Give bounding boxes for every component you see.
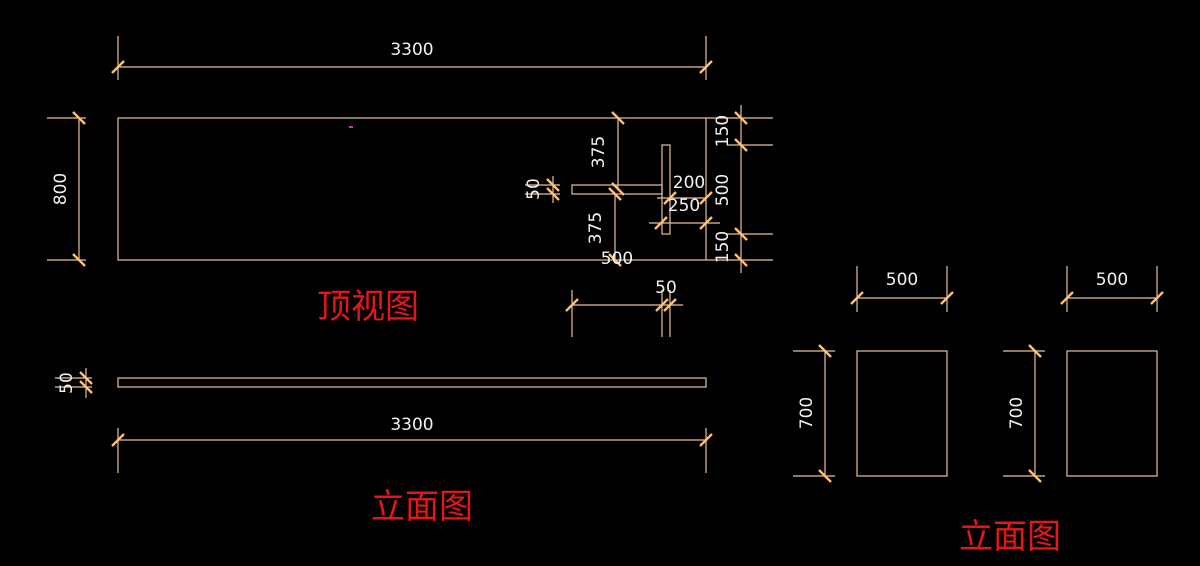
front-elevation-outline [117,377,707,388]
dim-text-front-thickness: 50 [57,372,77,394]
dim-text-side2-height: 700 [1007,397,1027,429]
side-elevation-1-outline [856,350,948,477]
title-front-elevation: 立面图 [371,487,473,527]
side-elevation-2-outline [1066,350,1158,477]
dim-text-post-spacing: 250 [668,196,700,216]
dim-text-cutout-top: 375 [589,136,609,168]
dim-front-length: 3300 [111,415,713,473]
dim-text-side2-width: 500 [1096,270,1128,290]
dim-text-right-top: 150 [713,115,733,147]
dim-text-top-width: 800 [51,173,71,205]
dim-top-length: 3300 [111,36,713,80]
dim-front-thickness: 50 [55,368,93,398]
dim-text-post-offset: 200 [673,173,705,193]
title-side-elevation: 立面图 [959,517,1061,557]
dim-top-width: 800 [47,111,86,267]
title-top-view: 顶视图 [317,287,419,327]
dim-text-side1-height: 700 [797,397,817,429]
dim-cutout-bottom: 375 [586,187,622,267]
dim-text-below-width: 50 [655,278,677,298]
dim-text-top-length: 3300 [390,40,433,60]
dim-below: 50 [565,278,683,337]
top-view-outline [117,117,707,261]
front-elevation: 50 3300 立面图 [55,368,713,527]
dim-text-slot-width: 50 [524,178,544,200]
top-view: 3300 800 375 375 500 [47,36,773,337]
dim-slot-width: 50 [524,176,560,203]
post-rect [661,144,671,235]
dim-cutout-top: 375 [589,111,625,196]
side-elevation-2: 500 700 [1003,266,1164,483]
dim-text-slot-length: 500 [601,249,633,269]
dim-right-chain: 150 500 150 [706,105,773,273]
dim-text-front-length: 3300 [390,415,433,435]
selection-marker [349,126,353,128]
dim-text-cutout-bottom: 375 [586,212,606,244]
dim-text-right-middle: 500 [713,174,733,206]
dim-text-right-bottom: 150 [713,231,733,263]
side-elevation-1: 500 700 [793,266,954,483]
dim-text-side1-width: 500 [886,270,918,290]
